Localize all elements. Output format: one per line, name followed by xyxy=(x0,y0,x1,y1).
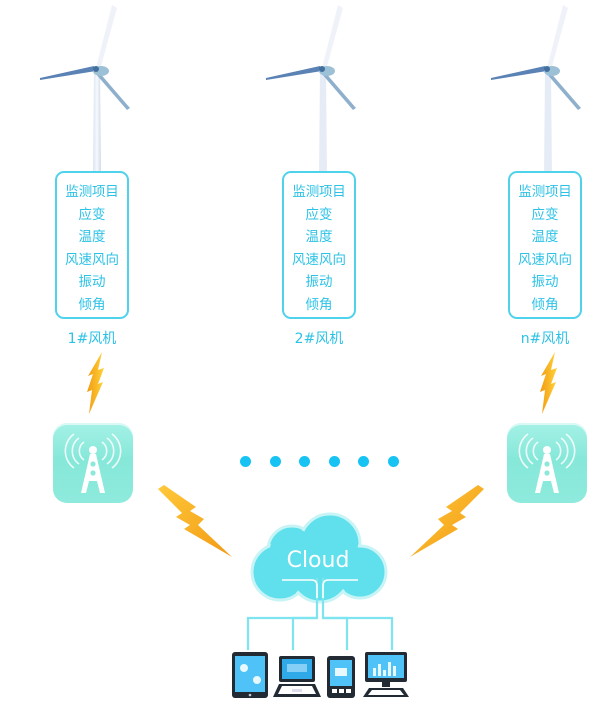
wind-turbine-icon-n xyxy=(491,5,581,175)
wind-turbine-icon-2 xyxy=(266,5,356,175)
monitoring-item-wind: 风速风向 xyxy=(65,251,119,268)
monitoring-item-wind: 风速风向 xyxy=(518,251,572,268)
monitoring-item-strain: 应变 xyxy=(305,206,333,223)
cloud-network xyxy=(246,512,394,650)
monitoring-card-1: 监测项目 应变 温度 风速风向 振动 倾角 xyxy=(55,171,129,319)
ellipsis-dot xyxy=(358,456,369,467)
smartphone-icon xyxy=(327,656,355,698)
monitoring-title: 监测项目 xyxy=(292,184,346,200)
ellipsis-dot xyxy=(240,456,251,467)
tablet-icon xyxy=(232,652,268,698)
desktop-monitor-icon xyxy=(363,652,409,697)
cloud-label: Cloud xyxy=(286,548,350,573)
monitoring-title: 监测项目 xyxy=(518,184,572,200)
monitoring-item-temperature: 温度 xyxy=(78,229,106,246)
turbine-label-2: 2#风机 xyxy=(294,331,344,347)
monitoring-title: 监测项目 xyxy=(65,184,119,200)
lightning-bolt-icon-left xyxy=(158,485,232,557)
monitoring-card-n: 监测项目 应变 温度 风速风向 振动 倾角 xyxy=(508,171,582,319)
monitoring-item-wind: 风速风向 xyxy=(292,251,346,268)
monitoring-item-temperature: 温度 xyxy=(531,229,559,246)
lightning-bolt-icon-n xyxy=(540,352,557,414)
monitoring-item-strain: 应变 xyxy=(78,206,106,223)
monitoring-item-vibration: 振动 xyxy=(305,274,333,291)
signal-tower-icon xyxy=(64,433,122,493)
ellipsis-dot xyxy=(299,456,310,467)
base-station-1 xyxy=(53,423,133,503)
monitoring-item-strain: 应变 xyxy=(531,206,559,223)
signal-tower-icon xyxy=(518,433,576,493)
monitoring-item-tilt: 倾角 xyxy=(531,296,559,313)
base-station-n xyxy=(507,423,587,503)
turbine-label-1: 1#风机 xyxy=(67,331,117,347)
wind-turbine-icon-1 xyxy=(40,5,130,175)
monitoring-item-vibration: 振动 xyxy=(531,274,559,291)
ellipsis-dot xyxy=(328,456,340,467)
ellipsis-dot xyxy=(269,456,281,467)
monitoring-item-vibration: 振动 xyxy=(78,274,106,291)
monitoring-item-tilt: 倾角 xyxy=(305,296,333,313)
lightning-bolt-icon-1 xyxy=(87,352,104,414)
lightning-bolt-icon-right xyxy=(410,485,484,557)
monitoring-item-tilt: 倾角 xyxy=(78,296,106,313)
laptop-icon xyxy=(273,656,321,697)
monitoring-item-temperature: 温度 xyxy=(305,229,333,246)
monitoring-card-2: 监测项目 应变 温度 风速风向 振动 倾角 xyxy=(282,171,356,319)
turbine-label-n: n#风机 xyxy=(520,331,570,347)
ellipsis-dot xyxy=(387,456,399,467)
